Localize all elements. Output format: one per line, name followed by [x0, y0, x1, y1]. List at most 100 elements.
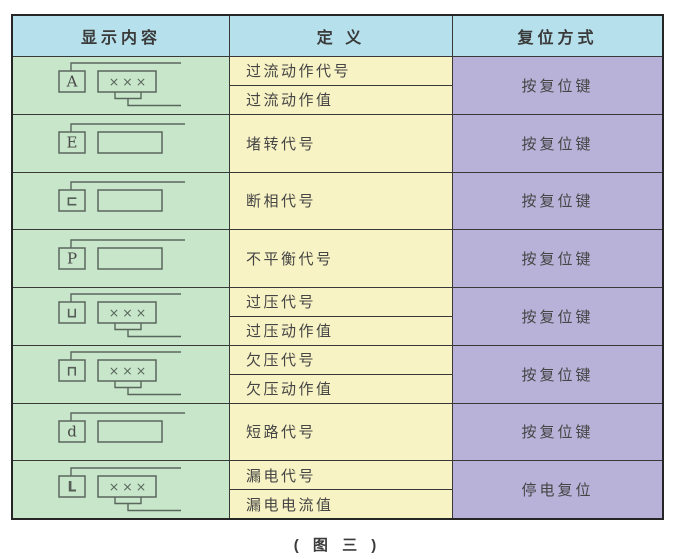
value-box [97, 70, 157, 94]
top-connector-line [70, 62, 181, 72]
code-box [58, 420, 86, 443]
table-row-overvoltage: ⊔ ××× 过压代号 过压动作值 按复位键 [13, 287, 662, 345]
code-box [58, 70, 86, 94]
value-box [97, 359, 157, 382]
display-diagram-leakage: L ××× [58, 466, 181, 511]
definition-text: 漏电电流值 [230, 489, 452, 518]
bottom-connector-line [127, 329, 181, 338]
display-diagram-overcurrent: A ××× [58, 62, 181, 107]
table-header-row: 显示内容 定 义 复位方式 [13, 16, 662, 56]
value-box [97, 474, 157, 498]
definition-cell: 短路代号 [229, 403, 452, 461]
value-symbols: ××× [109, 74, 149, 89]
reset-cell: 按复位键 [452, 114, 662, 172]
display-cell: E [13, 114, 229, 172]
bracket-line [114, 381, 142, 389]
table-row-unbalance: P 不平衡代号 按复位键 [13, 229, 662, 287]
code-glyph: ⊔ [66, 306, 77, 322]
column-header-display: 显示内容 [13, 16, 229, 56]
definition-cell: 堵转代号 [229, 114, 452, 172]
display-diagram-undervoltage: ⊓ ××× [58, 351, 181, 396]
definition-text: 过流动作值 [230, 84, 452, 114]
definition-text: 断相代号 [246, 193, 317, 211]
bottom-connector-line [127, 98, 181, 107]
definition-text: 堵转代号 [246, 135, 317, 153]
reset-cell: 按复位键 [452, 288, 662, 345]
value-box [97, 420, 163, 443]
display-cell: L ××× [13, 461, 229, 518]
reset-text: 按复位键 [521, 193, 594, 211]
code-box [58, 301, 86, 325]
top-connector-line [70, 293, 181, 303]
value-box [97, 246, 163, 270]
definition-cell: 不平衡代号 [229, 230, 452, 287]
reset-cell: 按复位键 [452, 230, 662, 287]
code-glyph: P [67, 249, 77, 267]
column-header-reset: 复位方式 [452, 16, 662, 56]
value-symbols: ××× [109, 305, 149, 320]
bracket-line [114, 92, 142, 100]
code-box [58, 246, 86, 270]
value-box [97, 301, 157, 325]
table-row-stall: E 堵转代号 按复位键 [13, 113, 662, 172]
reset-cell: 按复位键 [452, 57, 662, 114]
table-row-overcurrent: A ××× 过流动作代号 过流动作值 按复位键 [13, 56, 662, 114]
definition-text: 过压动作值 [230, 315, 452, 345]
definition-text: 漏电代号 [246, 467, 317, 485]
definition-cell: 过压代号 过压动作值 [229, 288, 452, 345]
definition-text: 短路代号 [246, 424, 317, 442]
top-connector-line [70, 351, 181, 361]
definition-cell: 漏电代号 漏电电流值 [229, 461, 452, 518]
top-connector-line [70, 238, 185, 248]
display-cell: d [13, 403, 229, 461]
definition-text: 不平衡代号 [246, 251, 334, 269]
top-connector-line [70, 181, 185, 190]
display-diagram-short-circuit: d [58, 412, 185, 443]
display-diagram-overvoltage: ⊔ ××× [58, 293, 181, 338]
bottom-connector-line [127, 387, 181, 396]
definition-cell: 过流动作代号 过流动作值 [229, 57, 452, 114]
display-diagram-unbalance: P [58, 238, 185, 270]
top-connector-line [70, 412, 185, 421]
reset-text: 按复位键 [521, 77, 594, 95]
fault-display-table: 显示内容 定 义 复位方式 A ××× 过流动作代号 过流动作值 [11, 14, 664, 520]
table-row-undervoltage: ⊓ ××× 欠压代号 欠压动作值 按复位键 [13, 344, 662, 403]
reset-text: 按复位键 [521, 366, 594, 384]
code-box [58, 189, 86, 212]
code-glyph: L [68, 479, 77, 495]
code-glyph: ⊓ [66, 364, 77, 380]
value-box [97, 189, 163, 212]
figure-caption: ( 图 三 ) [293, 537, 382, 554]
table-row-leakage: L ××× 漏电代号 漏电电流值 停电复位 [13, 460, 662, 518]
column-header-definition: 定 义 [229, 16, 452, 56]
reset-cell: 停电复位 [452, 461, 662, 518]
value-symbols: ××× [109, 479, 149, 494]
bracket-line [114, 323, 142, 331]
top-connector-line [70, 466, 181, 476]
reset-text: 按复位键 [521, 251, 594, 269]
value-symbols: ××× [109, 363, 149, 378]
value-box [97, 131, 163, 154]
display-cell: P [13, 230, 229, 287]
code-box [58, 474, 86, 498]
top-connector-line [70, 123, 185, 133]
bracket-line [114, 496, 142, 504]
table-row-phase-loss: ⊏ 断相代号 按复位键 [13, 171, 662, 230]
reset-cell: 按复位键 [452, 403, 662, 461]
display-diagram-phase-loss: ⊏ [58, 181, 185, 212]
definition-text: 欠压代号 [246, 352, 317, 370]
reset-cell: 按复位键 [452, 345, 662, 403]
code-glyph: ⊏ [66, 193, 78, 209]
definition-cell: 欠压代号 欠压动作值 [229, 345, 452, 403]
definition-text: 过压代号 [246, 294, 317, 312]
code-glyph: A [66, 73, 78, 91]
display-cell: ⊔ ××× [13, 288, 229, 345]
reset-text: 按复位键 [521, 135, 594, 153]
reset-text: 按复位键 [521, 308, 594, 326]
display-diagram-stall: E [58, 123, 185, 154]
display-cell: ⊓ ××× [13, 345, 229, 403]
display-cell: ⊏ [13, 172, 229, 230]
table-row-short-circuit: d 短路代号 按复位键 [13, 402, 662, 461]
code-box [58, 131, 86, 154]
